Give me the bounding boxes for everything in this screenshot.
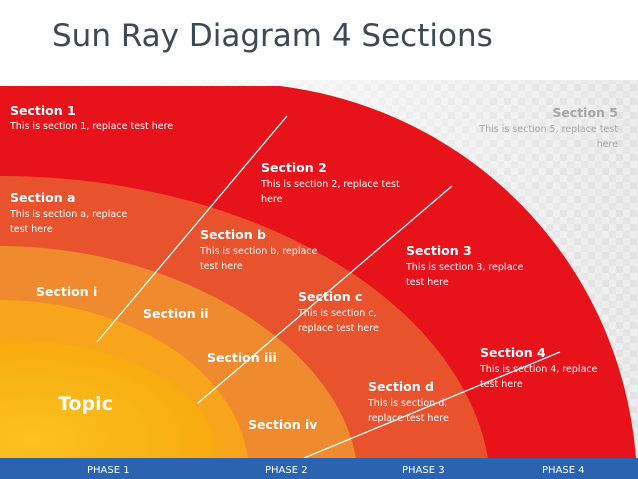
section-4-text: This is section 4, replace test here [480, 364, 598, 390]
section-a-block: Section a This is section a, replace tes… [10, 190, 145, 237]
phase-4-label: PHASE 4 [542, 465, 585, 476]
phase-1-label: PHASE 1 [87, 465, 130, 476]
section-2-heading: Section 2 [261, 160, 327, 175]
section-4-heading: Section 4 [480, 345, 546, 360]
section-iii-label: Section iii [207, 350, 277, 365]
section-5-heading: Section 5 [552, 105, 618, 120]
section-4-block: Section 4 This is section 4, replace tes… [480, 345, 610, 392]
section-2-block: Section 2 This is section 2, replace tes… [261, 160, 411, 207]
section-a-text: This is section a, replace test here [10, 209, 128, 235]
section-c-heading: Section c [298, 289, 363, 304]
topic-label: Topic [58, 393, 113, 415]
section-i-label: Section i [36, 284, 98, 299]
section-1-text: This is section 1, replace test here [10, 121, 174, 132]
section-2-text: This is section 2, replace test here [261, 179, 400, 205]
section-5-text: This is section 5, replace test here [479, 124, 618, 150]
section-3-block: Section 3 This is section 3, replace tes… [406, 243, 536, 290]
section-a-heading: Section a [10, 190, 76, 205]
section-5-block: Section 5 This is section 5, replace tes… [478, 105, 618, 152]
phase-footer-bar [0, 458, 638, 479]
ray-line-1 [96, 115, 288, 343]
section-d-heading: Section d [368, 379, 434, 394]
ray-line-3 [303, 351, 561, 459]
phase-3-label: PHASE 3 [402, 465, 445, 476]
section-ii-label: Section ii [143, 306, 209, 321]
phase-2-label: PHASE 2 [265, 465, 308, 476]
section-c-block: Section c This is section c, replace tes… [298, 289, 408, 336]
topic-core [0, 340, 218, 458]
section-b-text: This is section b, replace test here [200, 246, 318, 272]
section-c-text: This is section c, replace test here [298, 308, 379, 334]
ray-line-2 [197, 185, 453, 404]
page-title: Sun Ray Diagram 4 Sections [52, 18, 493, 54]
section-3-text: This is section 3, replace test here [406, 262, 524, 288]
section-b-block: Section b This is section b, replace tes… [200, 227, 330, 274]
section-iv-label: Section iv [248, 417, 318, 432]
section-b-heading: Section b [200, 227, 266, 242]
section-d-block: Section d This is section d, replace tes… [368, 379, 468, 426]
section-1-heading: Section 1 [10, 103, 76, 118]
section-3-heading: Section 3 [406, 243, 472, 258]
section-1-block: Section 1 This is section 1, replace tes… [10, 103, 270, 134]
section-d-text: This is section d, replace test here [368, 398, 449, 424]
